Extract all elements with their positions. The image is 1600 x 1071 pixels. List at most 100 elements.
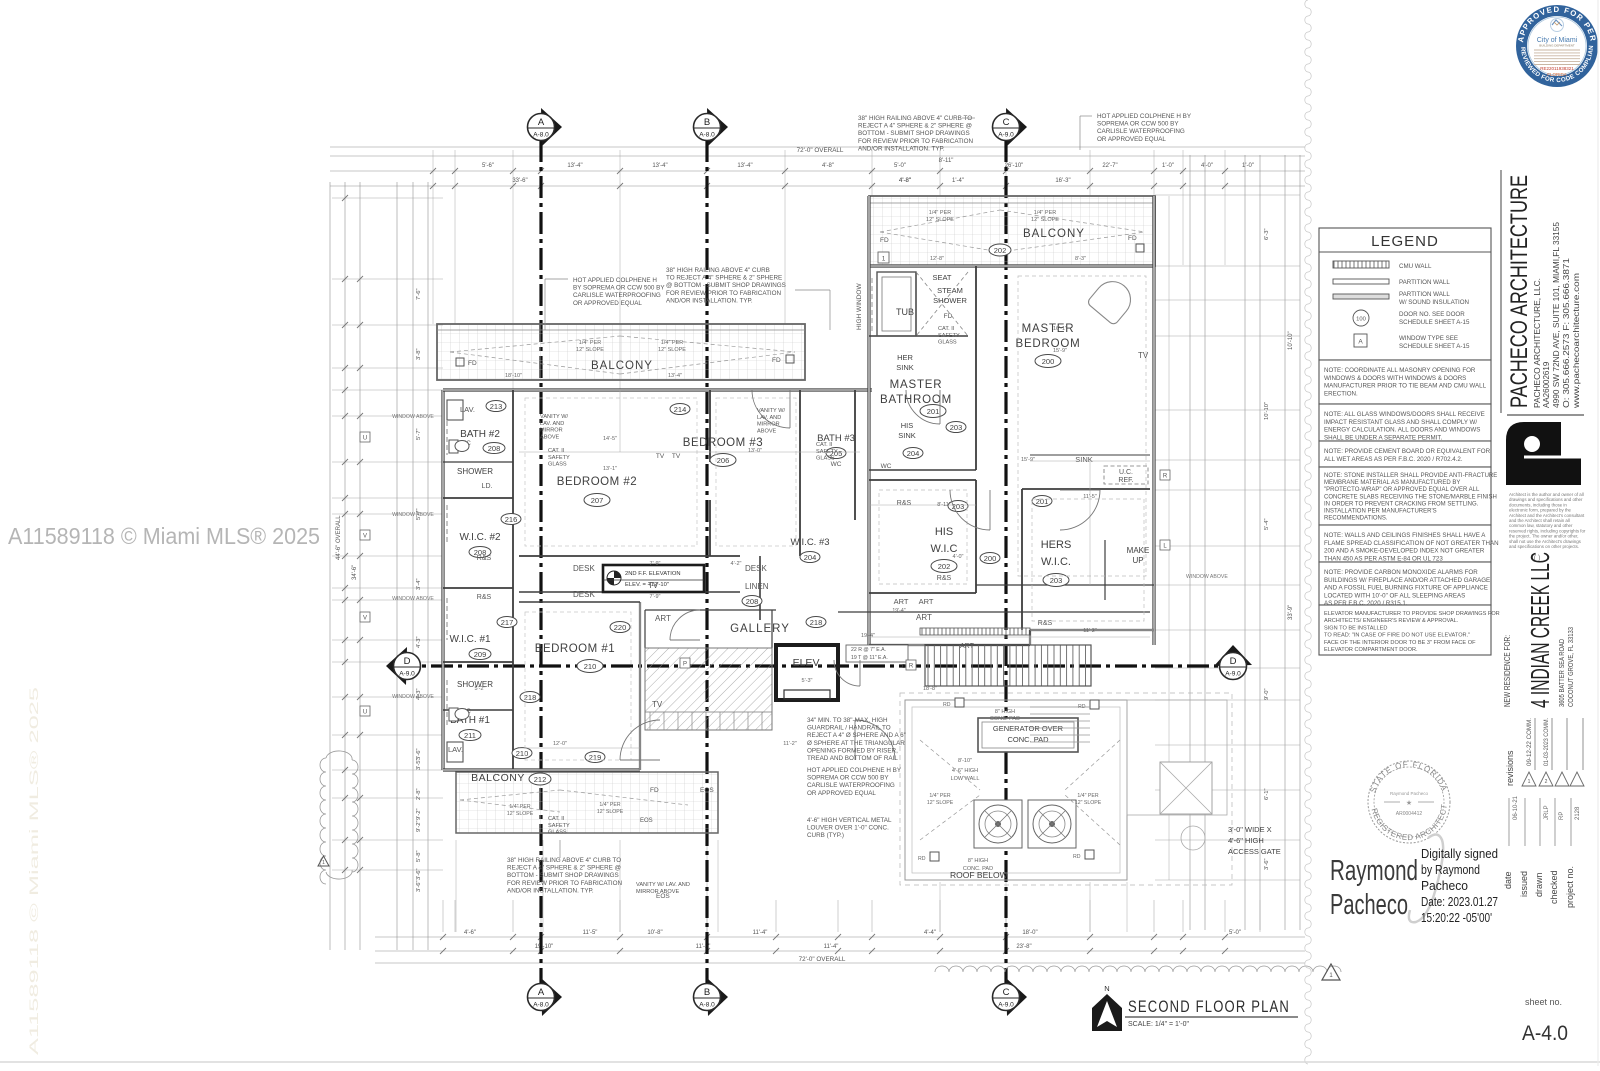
svg-text:13'-4": 13'-4" — [567, 163, 582, 169]
svg-text:18'-10": 18'-10" — [505, 373, 522, 379]
svg-text:216: 216 — [505, 515, 518, 524]
svg-text:3'-6": 3'-6" — [416, 748, 422, 760]
svg-text:06-10-21: 06-10-21 — [1513, 795, 1519, 820]
svg-text:1/4" PER: 1/4" PER — [661, 340, 683, 346]
svg-text:STEAM: STEAM — [937, 286, 963, 295]
svg-text:WINDOW ABOVE: WINDOW ABOVE — [1186, 574, 1228, 580]
svg-text:12" SLOPE: 12" SLOPE — [926, 217, 954, 223]
svg-text:202: 202 — [938, 562, 951, 571]
svg-text:COCONUT GROVE, FL 33133: COCONUT GROVE, FL 33133 — [1566, 627, 1575, 707]
svg-text:4'-6" HIGH: 4'-6" HIGH — [1228, 836, 1264, 845]
svg-text:WINDOW ABOVE: WINDOW ABOVE — [392, 414, 434, 420]
svg-text:12'-0": 12'-0" — [553, 741, 567, 747]
svg-text:BEDROOM: BEDROOM — [1015, 338, 1080, 350]
svg-text:ELEV.: ELEV. — [793, 657, 822, 669]
svg-text:6'-3": 6'-3" — [1264, 228, 1270, 240]
svg-text:15'-9": 15'-9" — [1053, 348, 1067, 354]
svg-text:W.I.C. #3: W.I.C. #3 — [790, 537, 829, 548]
svg-text:★: ★ — [1406, 799, 1412, 807]
svg-text:CONC. PAD: CONC. PAD — [1007, 735, 1049, 744]
svg-text:A-8.0: A-8.0 — [699, 1002, 715, 1009]
svg-text:19 T @ 11" E.A.: 19 T @ 11" E.A. — [851, 655, 888, 661]
svg-text:SHOWER: SHOWER — [457, 467, 493, 476]
svg-text:1: 1 — [322, 860, 325, 866]
svg-text:PARTITION WALL: PARTITION WALL — [1399, 291, 1450, 298]
svg-text:FD: FD — [468, 360, 477, 367]
svg-text:12'-8": 12'-8" — [930, 256, 944, 262]
svg-text:D: D — [1230, 656, 1237, 667]
svg-text:DESK: DESK — [573, 564, 595, 573]
svg-text:22'-7": 22'-7" — [1102, 163, 1117, 169]
svg-text:22 R @ 7" E.A.: 22 R @ 7" E.A. — [851, 647, 886, 653]
svg-text:11'-4": 11'-4" — [753, 930, 768, 936]
svg-text:Raymond: Raymond — [1330, 855, 1418, 887]
svg-text:213: 213 — [490, 402, 503, 411]
svg-text:B: B — [704, 117, 710, 128]
svg-text:TV: TV — [1138, 351, 1149, 360]
svg-text:drawn: drawn — [1534, 872, 1544, 897]
svg-text:44'-6" OVERALL: 44'-6" OVERALL — [336, 515, 342, 560]
svg-text:www.pachecoarchitecture.com: www.pachecoarchitecture.com — [1572, 273, 1581, 410]
svg-text:200: 200 — [1042, 357, 1055, 366]
svg-text:R: R — [1163, 474, 1168, 480]
svg-text:3'-4": 3'-4" — [416, 578, 422, 590]
svg-text:ENERGY CALCULATION. ALL DOORS: ENERGY CALCULATION. ALL DOORS AND WINDOW… — [1324, 427, 1480, 434]
svg-text:1/4" PER: 1/4" PER — [579, 340, 601, 346]
svg-text:C: C — [1003, 987, 1010, 998]
svg-text:1/4" PER: 1/4" PER — [599, 802, 620, 808]
svg-text:219: 219 — [589, 753, 602, 762]
svg-text:212: 212 — [534, 775, 547, 784]
svg-text:A: A — [538, 987, 545, 998]
svg-text:TV: TV — [652, 700, 663, 709]
svg-text:BEDROOM #2: BEDROOM #2 — [557, 476, 637, 488]
svg-text:9'-2": 9'-2" — [416, 820, 422, 832]
svg-text:217: 217 — [501, 618, 514, 627]
svg-text:FOR REVIEW PRIOR TO FABRICATIO: FOR REVIEW PRIOR TO FABRICATION — [507, 880, 623, 887]
svg-text:REJECT A 4" SPHERE & 2" SPHERE: REJECT A 4" SPHERE & 2" SPHERE @ — [858, 123, 972, 130]
svg-text:FOR REVIEW PRIOR TO FABRICATIO: FOR REVIEW PRIOR TO FABRICATION — [858, 138, 974, 145]
svg-text:VANITY W/: VANITY W/ — [757, 408, 786, 414]
svg-text:72'-0" OVERALL: 72'-0" OVERALL — [797, 147, 844, 154]
svg-text:14'-5": 14'-5" — [603, 436, 617, 442]
svg-text:LOUVER OVER 1'-0" CONC.: LOUVER OVER 1'-0" CONC. — [807, 825, 889, 832]
svg-text:208: 208 — [746, 597, 759, 606]
svg-text:SOPREMA OR CCW 500 BY: SOPREMA OR CCW 500 BY — [1097, 121, 1179, 128]
svg-text:19'-4": 19'-4" — [861, 633, 875, 639]
svg-text:BATH #3: BATH #3 — [817, 433, 855, 444]
svg-text:U: U — [363, 710, 367, 716]
svg-text:JRLP: JRLP — [1544, 805, 1550, 820]
svg-text:5'-3": 5'-3" — [802, 678, 813, 684]
svg-text:W.I.C: W.I.C — [931, 543, 958, 555]
svg-text:OR APPROVED EQUAL: OR APPROVED EQUAL — [1097, 136, 1166, 143]
svg-text:TV: TV — [656, 453, 665, 460]
svg-text:CARLISLE WATERPROOFING: CARLISLE WATERPROOFING — [807, 782, 895, 789]
svg-text:V: V — [363, 534, 367, 540]
svg-text:GALLERY: GALLERY — [730, 623, 790, 635]
svg-text:CAT. II: CAT. II — [938, 326, 955, 332]
svg-text:TREAD AND BOTTOM OF RAIL: TREAD AND BOTTOM OF RAIL — [807, 755, 898, 762]
svg-text:13'-4": 13'-4" — [652, 163, 667, 169]
svg-text:208: 208 — [474, 548, 487, 557]
svg-text:12" SLOPE: 12" SLOPE — [1031, 217, 1059, 223]
svg-text:7'-9": 7'-9" — [650, 594, 661, 600]
svg-text:AA26002619: AA26002619 — [1542, 361, 1551, 408]
svg-text:LOW WALL: LOW WALL — [951, 776, 980, 782]
svg-text:CARLISLE WATERPROOFING: CARLISLE WATERPROOFING — [1097, 128, 1185, 135]
svg-text:R&S: R&S — [477, 594, 492, 601]
svg-text:GLASS: GLASS — [548, 462, 567, 468]
svg-text:AR0004412: AR0004412 — [1396, 811, 1423, 817]
svg-text:203: 203 — [1050, 576, 1063, 585]
svg-text:15:20:22 -05'00': 15:20:22 -05'00' — [1421, 910, 1492, 925]
svg-text:SCHEDULE SHEET A-15: SCHEDULE SHEET A-15 — [1399, 343, 1470, 350]
svg-text:A-9.0: A-9.0 — [998, 1002, 1014, 1009]
svg-text:ERECTION.: ERECTION. — [1324, 390, 1358, 397]
svg-text:4990 SW 72ND AVE, SUITE 101, M: 4990 SW 72ND AVE, SUITE 101, MIAMI,FL 33… — [1552, 221, 1561, 408]
svg-text:SOPREMA OR CCW 500 BY: SOPREMA OR CCW 500 BY — [807, 775, 889, 782]
svg-text:11'-5": 11'-5" — [583, 930, 598, 936]
svg-text:AND/OR INSTALLATION. TYP.: AND/OR INSTALLATION. TYP. — [858, 145, 945, 152]
svg-text:12" SLOPE: 12" SLOPE — [658, 347, 686, 353]
svg-text:VANITY W/: VANITY W/ — [540, 414, 569, 420]
svg-text:5'-0": 5'-0" — [894, 163, 906, 169]
svg-text:DOOR NO. SEE DOOR: DOOR NO. SEE DOOR — [1399, 311, 1465, 318]
svg-text:ALL WET AREAS AS PER F.B.C. 20: ALL WET AREAS AS PER F.B.C. 2020 / R702.… — [1324, 456, 1463, 463]
